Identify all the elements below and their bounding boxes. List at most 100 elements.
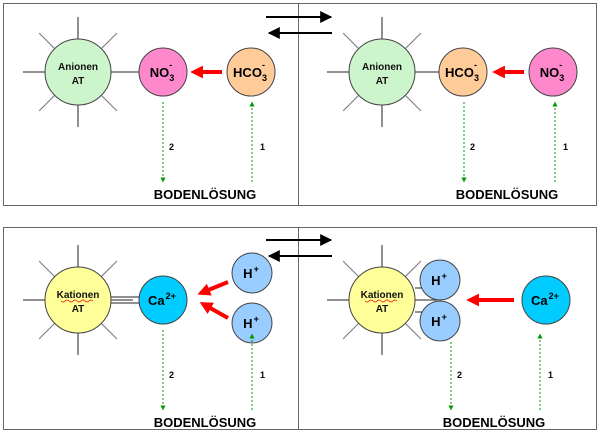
free-ion-nitrate: NO3-: [528, 47, 578, 97]
bound-ion-proton: H+: [419, 300, 461, 342]
ion-circle: [226, 47, 276, 97]
free-ion-proton: H+: [231, 252, 273, 294]
exchanger-spoke: [100, 260, 118, 278]
exchanger-circle: [348, 266, 416, 334]
ion-base: Ca: [148, 293, 165, 308]
free-ion-bicarbonate: HCO3-: [226, 47, 276, 97]
ion-base: H: [431, 273, 440, 288]
free-ion-proton: H+: [231, 302, 273, 344]
exchanger-label-line1: Kationen: [57, 290, 100, 301]
step-label: 1: [563, 142, 568, 152]
step-label: 2: [470, 142, 475, 152]
exchanger-spoke: [100, 32, 118, 50]
ion-subscript: 3: [262, 73, 267, 83]
ion-base: HCO: [445, 65, 474, 80]
exchanger-label-line1: Anionen: [362, 62, 402, 73]
step-label: 1: [260, 370, 265, 380]
exchanger-spoke: [342, 32, 360, 50]
equilibrium-arrows-bottom: [266, 234, 333, 262]
exchanger-circle: [44, 38, 112, 106]
step-label: 1: [260, 142, 265, 152]
panel-frame-bottom-right: [298, 227, 597, 430]
exchange-arrow: [199, 302, 229, 320]
exchanger-label-line2: AT: [376, 304, 389, 315]
exchanger-circle: [348, 38, 416, 106]
ion-charge: -: [474, 60, 477, 70]
ion-formula: NO3 -: [150, 60, 175, 83]
exchanger-spoke: [38, 322, 56, 340]
exchanger-spoke: [342, 94, 360, 112]
exchanger-label-line2: AT: [376, 76, 389, 87]
ion-base: H: [431, 314, 440, 329]
ion-circle: [231, 302, 273, 344]
exchanger-circle: [44, 266, 112, 334]
ion-circle: [438, 47, 488, 97]
exchanger-spoke: [38, 260, 56, 278]
ion-subscript: 3: [559, 73, 564, 83]
bound-ion-calcium: Ca2+: [138, 275, 188, 325]
exchanger-label-line2: AT: [72, 304, 85, 315]
ion-circle: [521, 275, 571, 325]
panel-frame-top-left: [3, 3, 299, 206]
exchanger-spoke: [404, 32, 422, 50]
ion-subscript: 3: [474, 73, 479, 83]
ion-base: NO: [150, 65, 170, 80]
exchanger-spoke: [100, 322, 118, 340]
soil-solution-label: BODENLÖSUNG: [456, 187, 559, 202]
panel-frame-top-right: [298, 3, 597, 206]
bound-ion-nitrate: NO3 -: [138, 47, 188, 97]
ion-circle: [138, 47, 188, 97]
ion-formula: H+: [243, 264, 259, 281]
ion-formula: H+: [431, 271, 447, 288]
ion-formula: HCO3-: [233, 60, 267, 83]
step-label: 2: [457, 370, 462, 380]
free-ion-calcium: Ca2+: [521, 275, 571, 325]
ion-base: H: [243, 266, 252, 281]
exchanger-spoke: [404, 260, 422, 278]
ion-charge: +: [442, 271, 447, 281]
spellcheck-underline: [60, 299, 94, 303]
ion-charge: +: [442, 312, 447, 322]
ion-charge: 2+: [166, 291, 176, 301]
exchanger-spoke: [404, 94, 422, 112]
exchanger-spoke: [38, 94, 56, 112]
ion-formula: H+: [431, 312, 447, 329]
ion-charge: -: [169, 60, 172, 70]
soil-solution-label: BODENLÖSUNG: [154, 187, 257, 202]
ion-circle: [419, 259, 461, 301]
bound-ion-proton: H+: [419, 259, 461, 301]
ion-charge: +: [254, 314, 259, 324]
ion-formula: HCO3 -: [445, 60, 479, 83]
ion-charge: +: [254, 264, 259, 274]
ion-charge: -: [559, 60, 562, 70]
exchanger-spoke: [342, 260, 360, 278]
step-label: 1: [548, 370, 553, 380]
ion-base: HCO: [233, 65, 262, 80]
exchanger-spoke: [38, 32, 56, 50]
ion-base: Ca: [531, 293, 548, 308]
exchanger-label-line1: Kationen: [361, 290, 404, 301]
exchanger-label-line2: AT: [72, 76, 85, 87]
ion-base: H: [243, 316, 252, 331]
ion-formula: H+: [243, 314, 259, 331]
soil-solution-label: BODENLÖSUNG: [154, 415, 257, 430]
ion-subscript: 3: [169, 73, 174, 83]
ion-formula: NO3-: [540, 60, 565, 83]
exchanger-spoke: [100, 94, 118, 112]
ion-circle: [419, 300, 461, 342]
equilibrium-arrows-top: [266, 11, 333, 39]
ion-circle: [528, 47, 578, 97]
step-label: 2: [169, 370, 174, 380]
ion-circle: [231, 252, 273, 294]
ion-charge: 2+: [549, 291, 559, 301]
ion-formula: Ca2+: [531, 291, 559, 308]
exchanger-spoke: [342, 322, 360, 340]
exchanger-spoke: [404, 322, 422, 340]
